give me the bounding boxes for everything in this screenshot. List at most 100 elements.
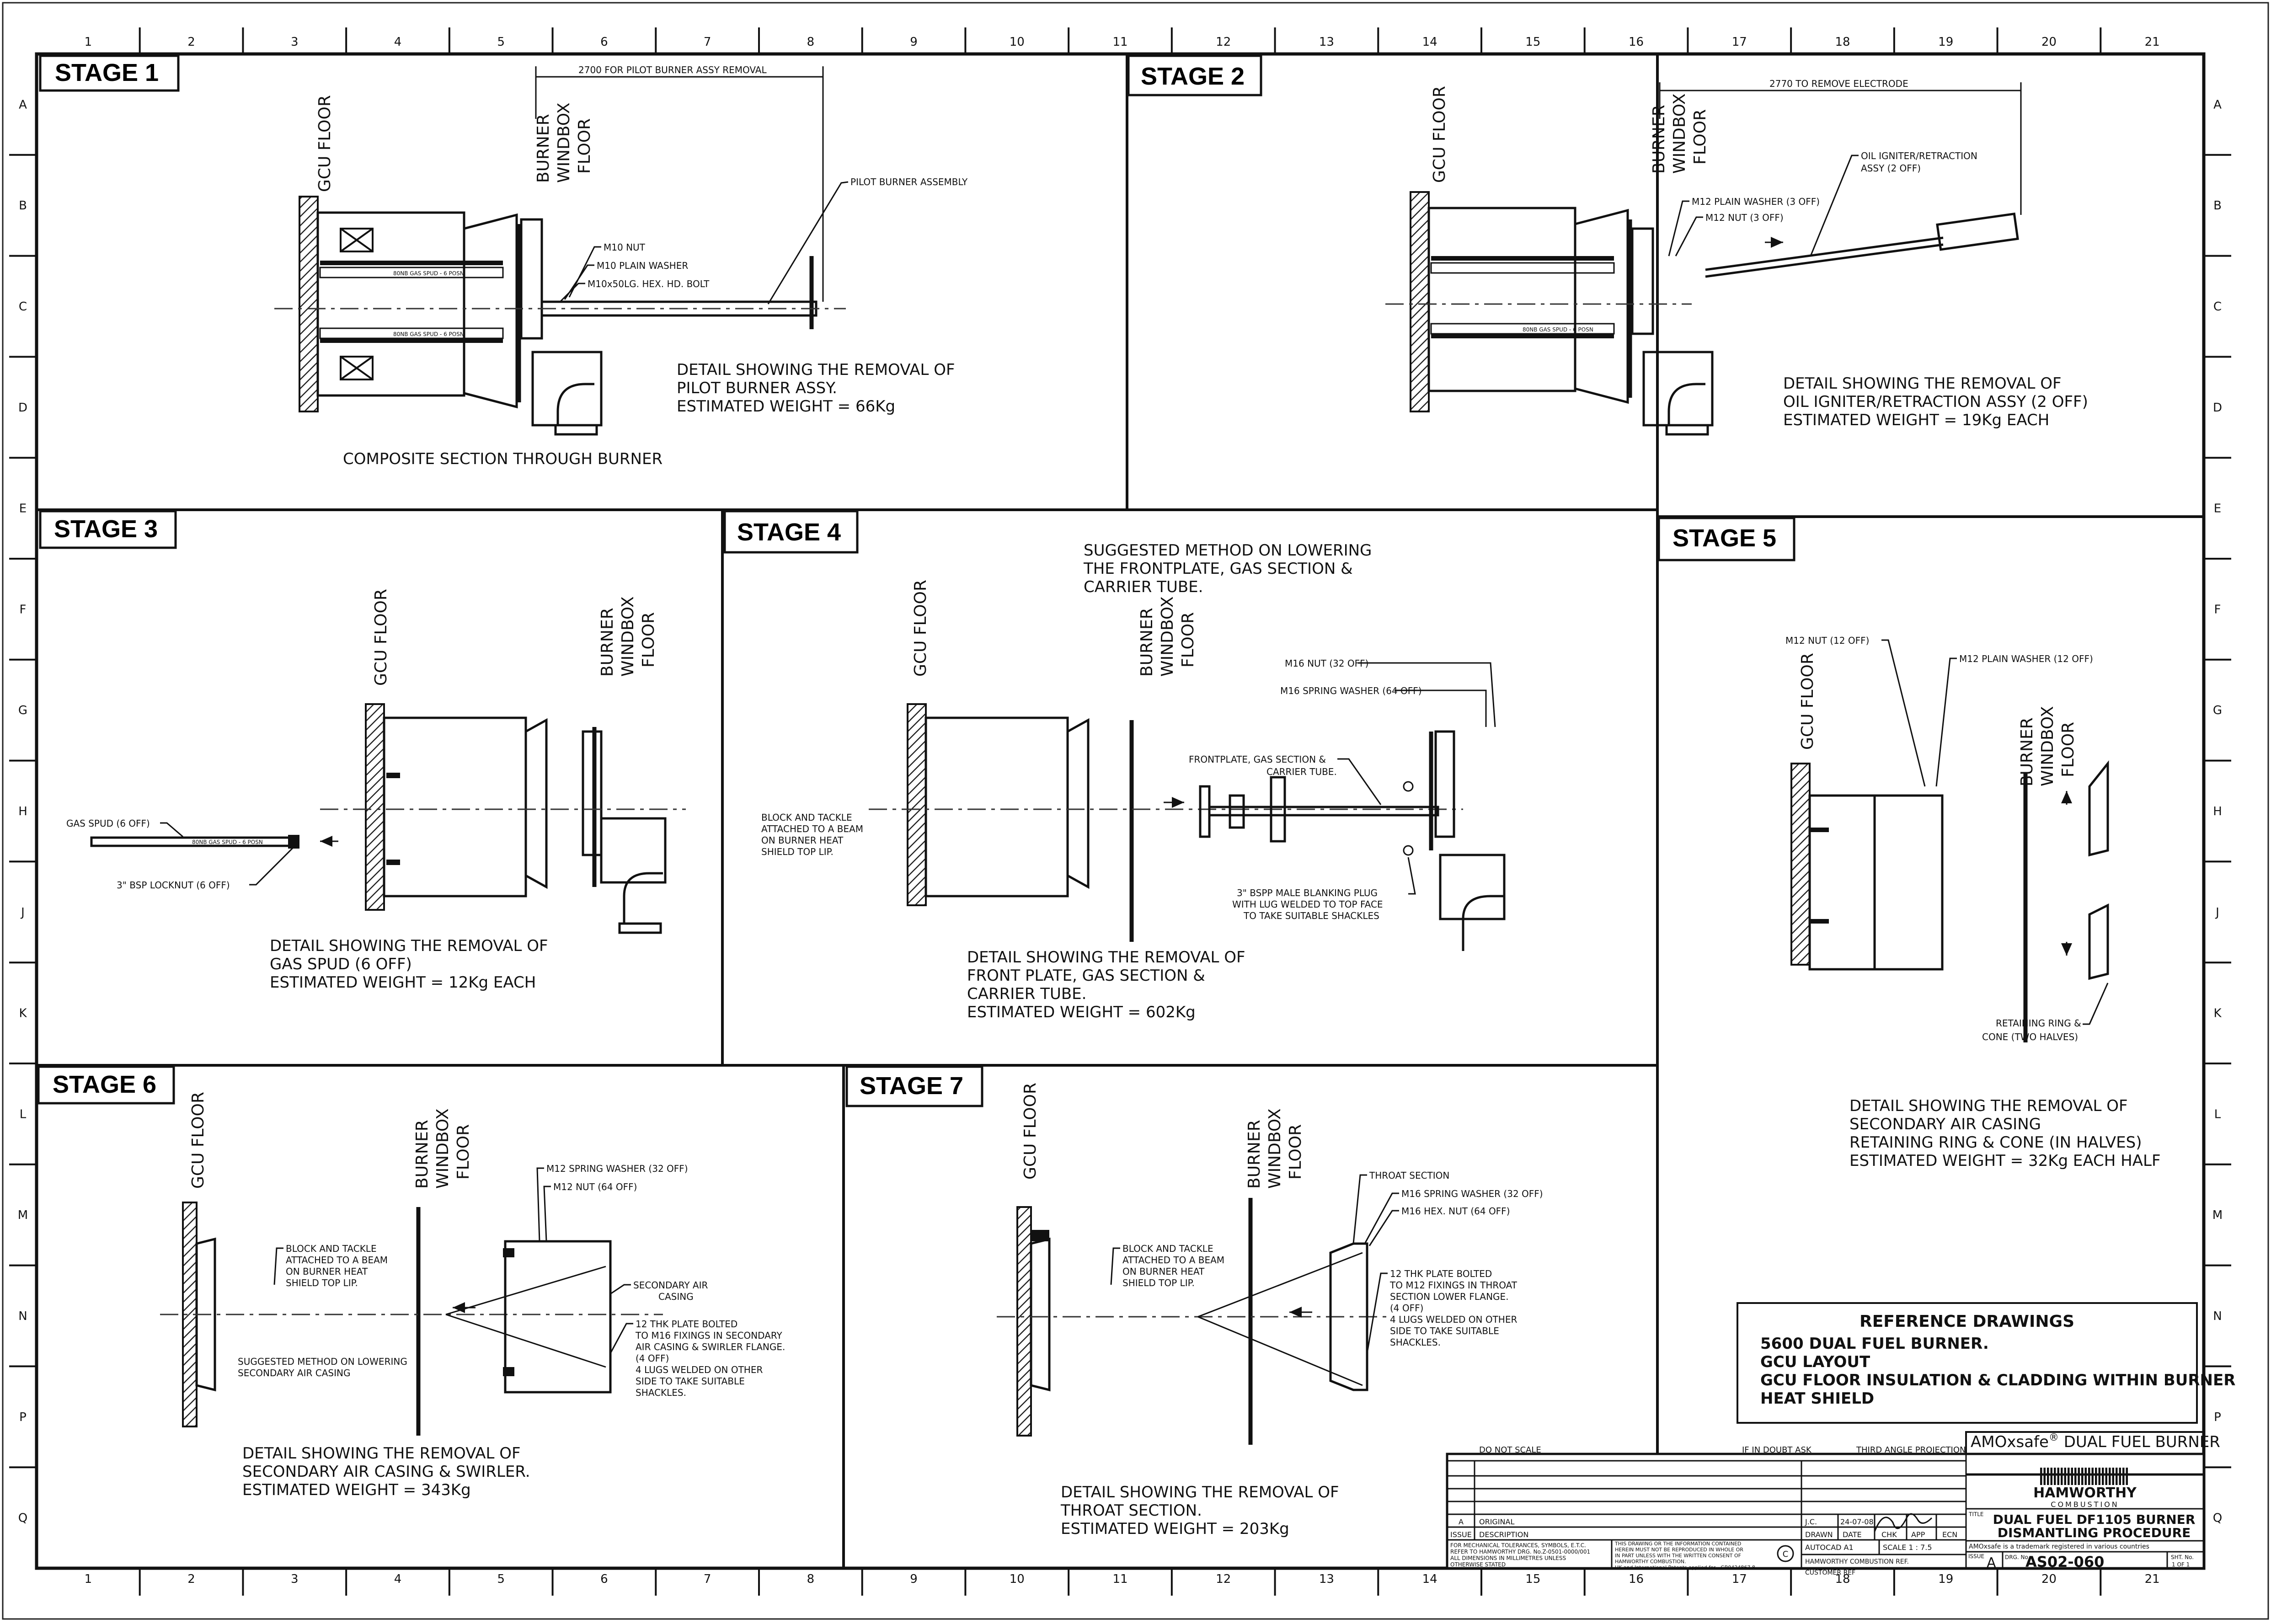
logo-bar xyxy=(2098,1468,2100,1485)
grid-row-label: G xyxy=(2213,704,2222,717)
grid-row-label: L xyxy=(2214,1107,2221,1121)
grid-col-label: 3 xyxy=(291,35,299,49)
stage-6-plate-4: (4 OFF) xyxy=(636,1353,669,1364)
grid-row-label: K xyxy=(19,1007,27,1020)
reference-heading: REFERENCE DRAWINGS xyxy=(1860,1312,2074,1331)
grid-col-label: 7 xyxy=(704,1572,711,1586)
grid-row-label: D xyxy=(2213,401,2222,415)
title-line-2: DISMANTLING PROCEDURE xyxy=(1998,1525,2191,1540)
stage-frames xyxy=(37,54,2204,1568)
stage-2-callout-m12-nut: M12 NUT (3 OFF) xyxy=(1705,212,1784,223)
reference-item-2: GCU LAYOUT xyxy=(1760,1353,1870,1371)
stage-1-detail-line-1: DETAIL SHOWING THE REMOVAL OF xyxy=(677,361,955,379)
stage-4-callout-frontplate: FRONTPLATE, GAS SECTION & xyxy=(1189,754,1326,765)
stage-3-callout-gas-spud: GAS SPUD (6 OFF) xyxy=(66,818,150,829)
grid-col-label: 8 xyxy=(807,35,815,49)
stage-5-callout-cone: CONE (TWO HALVES) xyxy=(1982,1031,2078,1042)
title-copyright-3: IN PART UNLESS WITH THE WRITTEN CONSENT … xyxy=(1615,1553,1741,1559)
grid-row-label: E xyxy=(2214,502,2221,516)
title-title-label: TITLE xyxy=(1968,1511,1983,1517)
stage-5-gcu-floor-label: GCU FLOOR xyxy=(1798,653,1817,750)
title-projection: THIRD ANGLE PROJECTION xyxy=(1856,1445,1966,1455)
grid-col-label: 17 xyxy=(1732,1572,1747,1586)
title-drawn: DRAWN xyxy=(1805,1530,1833,1539)
title-initials: J.C. xyxy=(1805,1517,1817,1526)
grid-row-label: N xyxy=(18,1309,27,1323)
grid-row-label: B xyxy=(2213,199,2222,213)
stage-6-floor-label: FLOOR xyxy=(454,1124,473,1180)
title-sheet: SHT. No. xyxy=(2171,1554,2194,1560)
title-description-header: DESCRIPTION xyxy=(1479,1530,1528,1539)
stage-5-title-box xyxy=(1657,517,1795,561)
title-app: APP xyxy=(1911,1530,1925,1539)
stage-7: STAGE 7 GCU FLOOR BURNER WINDBOX FLOOR T… xyxy=(845,1065,1543,1538)
grid-row-label: Q xyxy=(2213,1512,2222,1525)
stage-3-title-box xyxy=(39,510,177,549)
stage-5-detail-line-3: RETAINING RING & CONE (IN HALVES) xyxy=(1849,1133,2142,1152)
stage-3-detail-line-3: ESTIMATED WEIGHT = 12Kg EACH xyxy=(270,973,536,992)
stage-7-callout-spring-washer: M16 SPRING WASHER (32 OFF) xyxy=(1401,1188,1543,1199)
stage-2-gcu-floor-label: GCU FLOOR xyxy=(1430,86,1449,183)
stage-4-detail-line-4: ESTIMATED WEIGHT = 602Kg xyxy=(967,1003,1196,1021)
title-tolerance-1: FOR MECHANICAL TOLERANCES, SYMBOLS, E.T.… xyxy=(1450,1542,1586,1549)
grid-col-label: 3 xyxy=(291,1572,299,1586)
logo-bar xyxy=(2071,1468,2073,1485)
stage-7-plate-2: TO M12 FIXINGS IN THROAT xyxy=(1389,1280,1518,1291)
logo-bar xyxy=(2116,1468,2118,1485)
grid-col-label: 2 xyxy=(187,35,195,49)
stage-1-callout-m10-washer: M10 PLAIN WASHER xyxy=(597,260,688,271)
stage-3-detail-line-2: GAS SPUD (6 OFF) xyxy=(270,955,412,973)
logo-bar xyxy=(2119,1468,2121,1485)
grid-row-label: P xyxy=(2214,1410,2221,1424)
stage-3-floor-label: FLOOR xyxy=(639,612,658,668)
logo-bar xyxy=(2091,1468,2094,1485)
grid-col-label: 19 xyxy=(1938,1572,1953,1586)
grid-col-label: 21 xyxy=(2145,1572,2160,1586)
logo-bar xyxy=(2109,1468,2111,1485)
grid-col-label: 4 xyxy=(394,35,402,49)
reference-box xyxy=(1737,1302,2198,1424)
title-if-in-doubt: IF IN DOUBT ASK xyxy=(1742,1445,1812,1455)
stage-2-callout-igniter: OIL IGNITER/RETRACTION xyxy=(1861,150,1977,161)
grid-col-label: 20 xyxy=(2041,1572,2057,1586)
title-company: HAMWORTHY xyxy=(2033,1485,2137,1501)
title-scale: SCALE 1 : 7.5 xyxy=(1883,1543,1932,1552)
logo-bar xyxy=(2105,1468,2107,1485)
title-tolerance-3: ALL DIMENSIONS IN MILLIMETRES UNLESS xyxy=(1450,1555,1566,1561)
stage-4-block-tackle-4: SHIELD TOP LIP. xyxy=(761,846,834,857)
grid-col-label: 9 xyxy=(910,35,918,49)
title-issue: A xyxy=(1987,1555,1996,1571)
stage-6-detail-line-3: ESTIMATED WEIGHT = 343Kg xyxy=(242,1481,471,1499)
stage-4-callout-m16-nut: M16 NUT (32 OFF) xyxy=(1285,658,1368,669)
grid-col-label: 20 xyxy=(2041,35,2057,49)
stage-3-spud-label: 80NB GAS SPUD - 6 POSN xyxy=(192,839,263,845)
grid-col-label: 1 xyxy=(85,35,92,49)
grid-row-label: G xyxy=(18,704,27,717)
logo-bar xyxy=(2061,1468,2063,1485)
stage-7-block-tackle-4: SHIELD TOP LIP. xyxy=(1122,1277,1195,1288)
copyright-icon xyxy=(1777,1545,1794,1562)
stage-6-plate-2: TO M16 FIXINGS IN SECONDARY xyxy=(635,1330,782,1341)
stage-7-title-box xyxy=(845,1065,983,1107)
grid-col-label: 7 xyxy=(704,35,711,49)
title-tolerance-4: OTHERWISE STATED xyxy=(1450,1561,1506,1568)
stage-3-title: STAGE 3 xyxy=(54,515,158,543)
grid-row-label: Q xyxy=(18,1512,27,1525)
grid-row-label: N xyxy=(2213,1309,2222,1323)
stage-6-suggested-1: SUGGESTED METHOD ON LOWERING xyxy=(238,1356,407,1367)
stage-7-title: STAGE 7 xyxy=(860,1072,963,1100)
stage-4-blanking-1: 3" BSPP MALE BLANKING PLUG xyxy=(1237,887,1378,898)
grid-col-label: 5 xyxy=(497,1572,505,1586)
stage-7-plate-5: 4 LUGS WELDED ON OTHER xyxy=(1390,1314,1517,1325)
stage-2-detail-line-3: ESTIMATED WEIGHT = 19Kg EACH xyxy=(1783,411,2049,429)
title-product: AMOxsafe® DUAL FUEL BURNER xyxy=(1971,1432,2220,1451)
grid-row-label: F xyxy=(20,603,27,616)
grid-col-label: 10 xyxy=(1010,35,1025,49)
title-hamworthy-ref: HAMWORTHY COMBUSTION REF. xyxy=(1805,1558,1909,1565)
grid-col-label: 14 xyxy=(1422,35,1437,49)
stage-7-windbox-label: WINDBOX xyxy=(1266,1108,1284,1189)
grid-col-label: 6 xyxy=(600,35,608,49)
grid-row-label: H xyxy=(2213,805,2222,818)
title-rev-issue: A xyxy=(1459,1517,1464,1526)
